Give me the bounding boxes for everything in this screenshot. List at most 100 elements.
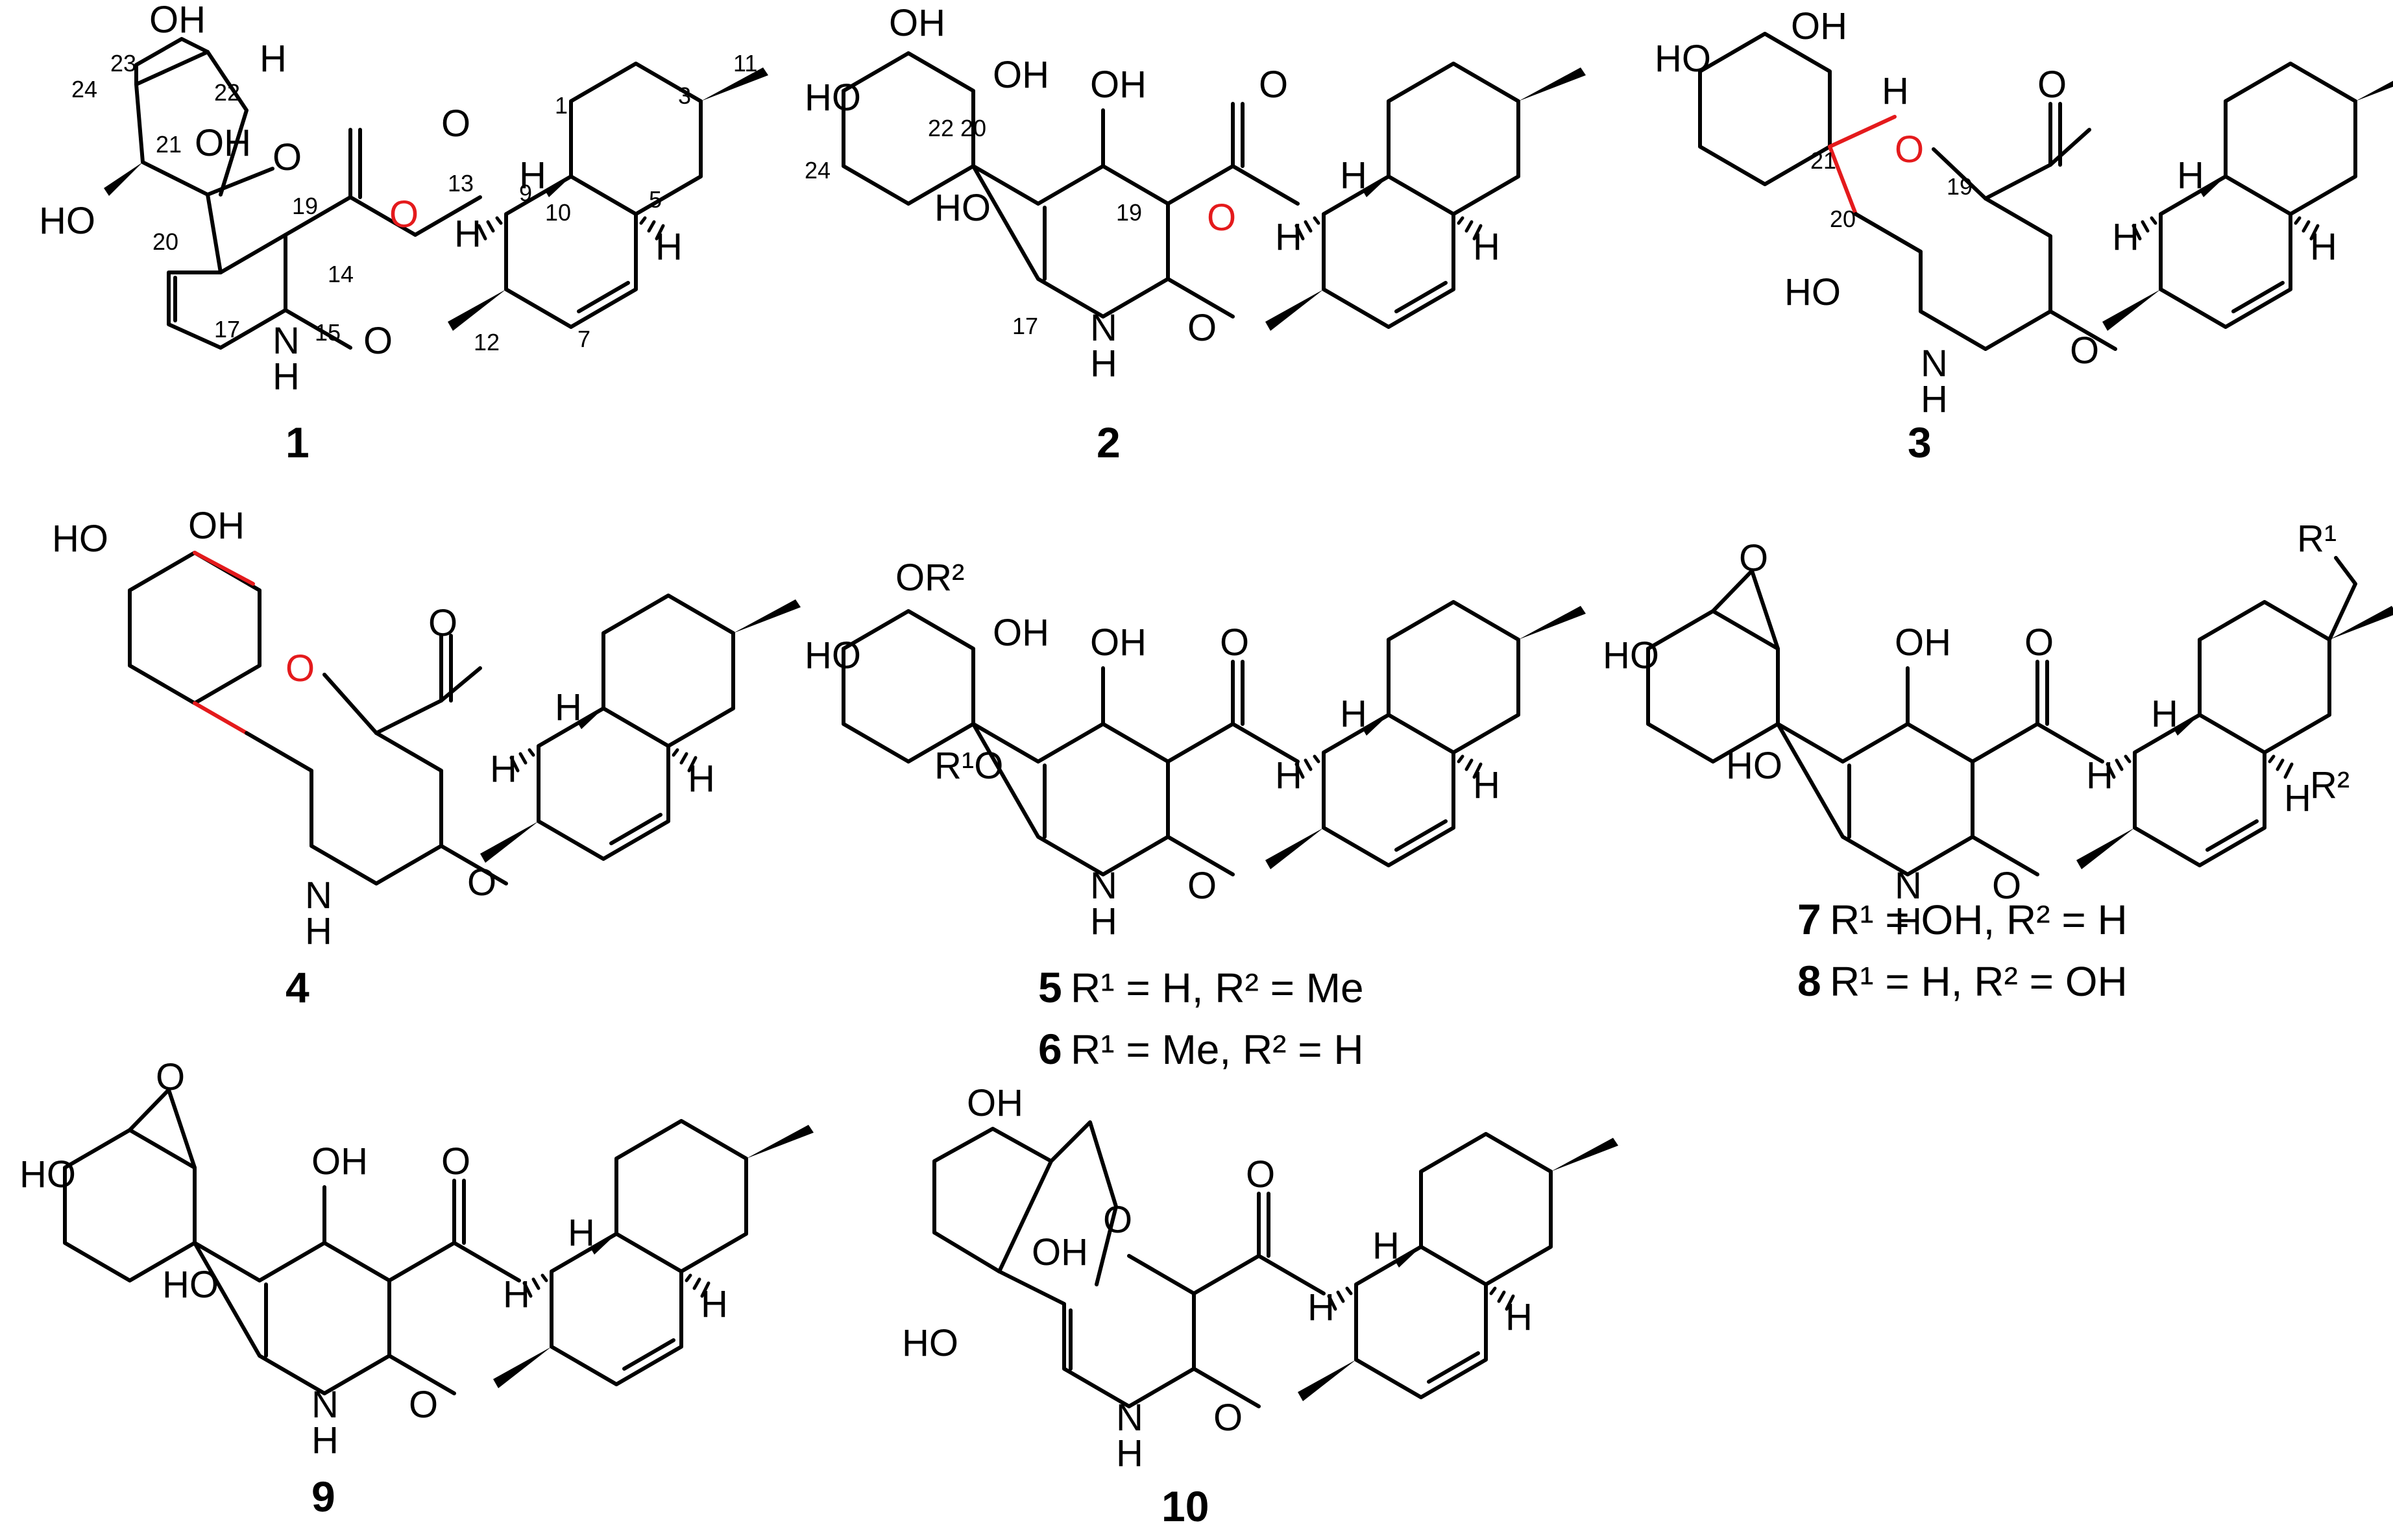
compound-1-structure: HO OH OH H O N H O O O H H H 1 3 5 7 9 1…	[39, 0, 768, 466]
num-21: 21	[1810, 147, 1836, 174]
compound-7-id: 7	[1797, 895, 1821, 943]
atom-h-9: H	[2112, 216, 2139, 258]
num-24: 24	[71, 76, 97, 102]
compound-4-label: 4	[285, 963, 310, 1011]
atom-o-13: O	[1259, 64, 1288, 106]
atom-h-9: H	[454, 213, 481, 255]
atom-n: N	[1895, 865, 1922, 907]
atom-nh: H	[1090, 900, 1117, 943]
compound-6-label: 6	[1038, 1025, 1062, 1073]
atom-o-15: O	[1187, 865, 1217, 907]
atom-oh-23: OH	[149, 0, 206, 41]
compound-2-label: 2	[1097, 418, 1121, 466]
atom-nh: H	[1895, 900, 1922, 943]
atom-o-ketone: O	[428, 602, 457, 644]
atom-o-pyran: O	[273, 136, 302, 178]
atom-ho-20: HO	[934, 187, 991, 229]
atom-n: N	[1090, 307, 1117, 349]
num-3: 3	[678, 82, 691, 109]
atom-h-10: H	[555, 686, 582, 728]
atom-o-ketone: O	[441, 1140, 470, 1183]
compound-3-structure: HO OH H O HO N H O O H H H 21 20 19 3	[1655, 5, 2393, 466]
atom-o-15: O	[2070, 330, 2099, 372]
num-14: 14	[328, 261, 354, 287]
atom-o-epoxide: O	[1739, 537, 1768, 579]
atom-h-10: H	[2151, 693, 2178, 735]
atom-oh: OH	[188, 505, 245, 547]
atom-h-5: H	[2284, 777, 2311, 819]
atom-ho: HO	[19, 1153, 76, 1196]
compound-3-label: 3	[1908, 418, 1932, 466]
num-20: 20	[960, 115, 986, 141]
atom-h-9: H	[1275, 216, 1302, 258]
compound-5-label: 5	[1038, 963, 1062, 1011]
atom-o-ketone: O	[1246, 1153, 1275, 1196]
atom-nh: H	[1116, 1432, 1143, 1474]
atom-ho-20: HO	[902, 1322, 958, 1364]
atom-h-5: H	[2310, 226, 2337, 268]
atom-ho-20: HO	[162, 1264, 219, 1306]
num-22: 22	[928, 115, 954, 141]
atom-oh: OH	[993, 612, 1049, 654]
atom-nh: H	[305, 910, 332, 952]
atom-r1: R¹	[2297, 518, 2337, 560]
atom-n: N	[273, 320, 300, 362]
atom-oh-21: OH	[195, 122, 251, 164]
num-22: 22	[214, 79, 240, 106]
num-7: 7	[577, 326, 590, 352]
atom-h-21: H	[1882, 70, 1909, 112]
atom-ho: HO	[52, 518, 108, 560]
atom-h-9: H	[503, 1273, 530, 1316]
num-19: 19	[1947, 173, 1973, 200]
atom-o-ketone: O	[1220, 621, 1249, 664]
atom-o-ketone: O	[2024, 621, 2054, 664]
atom-ho-23: HO	[1655, 38, 1711, 80]
compound-5-substituents: R¹ = H, R² = Me	[1071, 965, 1364, 1011]
atom-nh: H	[311, 1419, 339, 1462]
atom-oh-19: OH	[1090, 621, 1147, 664]
num-17: 17	[214, 316, 240, 343]
atom-o-ester: O	[389, 193, 419, 235]
compound-2-structure: HO OH OH HO OH N H O O O H H H 20 22 24 …	[805, 2, 1586, 466]
atom-r2: R²	[2310, 764, 2350, 806]
num-5: 5	[649, 186, 662, 213]
atom-oh-21: OH	[993, 54, 1049, 96]
num-12: 12	[474, 329, 500, 355]
num-17: 17	[1012, 313, 1038, 339]
atom-h-5: H	[688, 758, 715, 800]
num-13: 13	[448, 170, 474, 197]
atom-h-10: H	[1372, 1225, 1400, 1267]
compound-4-structure: HO OH O N H O O H H H 4	[52, 505, 801, 1011]
atom-oh-23: OH	[967, 1082, 1023, 1124]
atom-oh-19: OH	[1895, 621, 1951, 664]
atom-h-5: H	[1473, 764, 1500, 806]
atom-o-ester: O	[1207, 197, 1236, 239]
atom-h-10: H	[1340, 693, 1367, 735]
num-19: 19	[1116, 199, 1142, 226]
compound-9-label: 9	[311, 1473, 335, 1521]
atom-nh: H	[1921, 378, 1948, 420]
atom-ho-20: HO	[39, 200, 95, 242]
atom-h-9: H	[1275, 754, 1302, 797]
num-20: 20	[1830, 206, 1856, 232]
compound-1-label: 1	[285, 418, 310, 466]
atom-ho-20: HO	[1726, 745, 1782, 787]
atom-h-22: H	[260, 38, 287, 80]
num-10: 10	[545, 199, 571, 226]
atom-o-15: O	[363, 320, 393, 362]
atom-n: N	[1921, 343, 1948, 385]
atom-h-9: H	[490, 748, 517, 790]
num-15: 15	[315, 319, 341, 346]
compound-8-id: 8	[1797, 957, 1821, 1005]
num-9: 9	[519, 180, 532, 206]
num-20: 20	[152, 228, 178, 255]
compound-7-8-structure: HO O HO OH N H O O R¹ R² H H H	[1603, 518, 2393, 943]
atom-nh: H	[1090, 343, 1117, 385]
atom-o-15: O	[1187, 307, 1217, 349]
atom-oh-22: OH	[1791, 5, 1847, 47]
atom-o-15: O	[467, 861, 496, 904]
num-21: 21	[156, 131, 182, 158]
atom-oh-22: OH	[889, 2, 945, 44]
compound-7-substituents: R¹ = OH, R² = H	[1830, 896, 2128, 943]
